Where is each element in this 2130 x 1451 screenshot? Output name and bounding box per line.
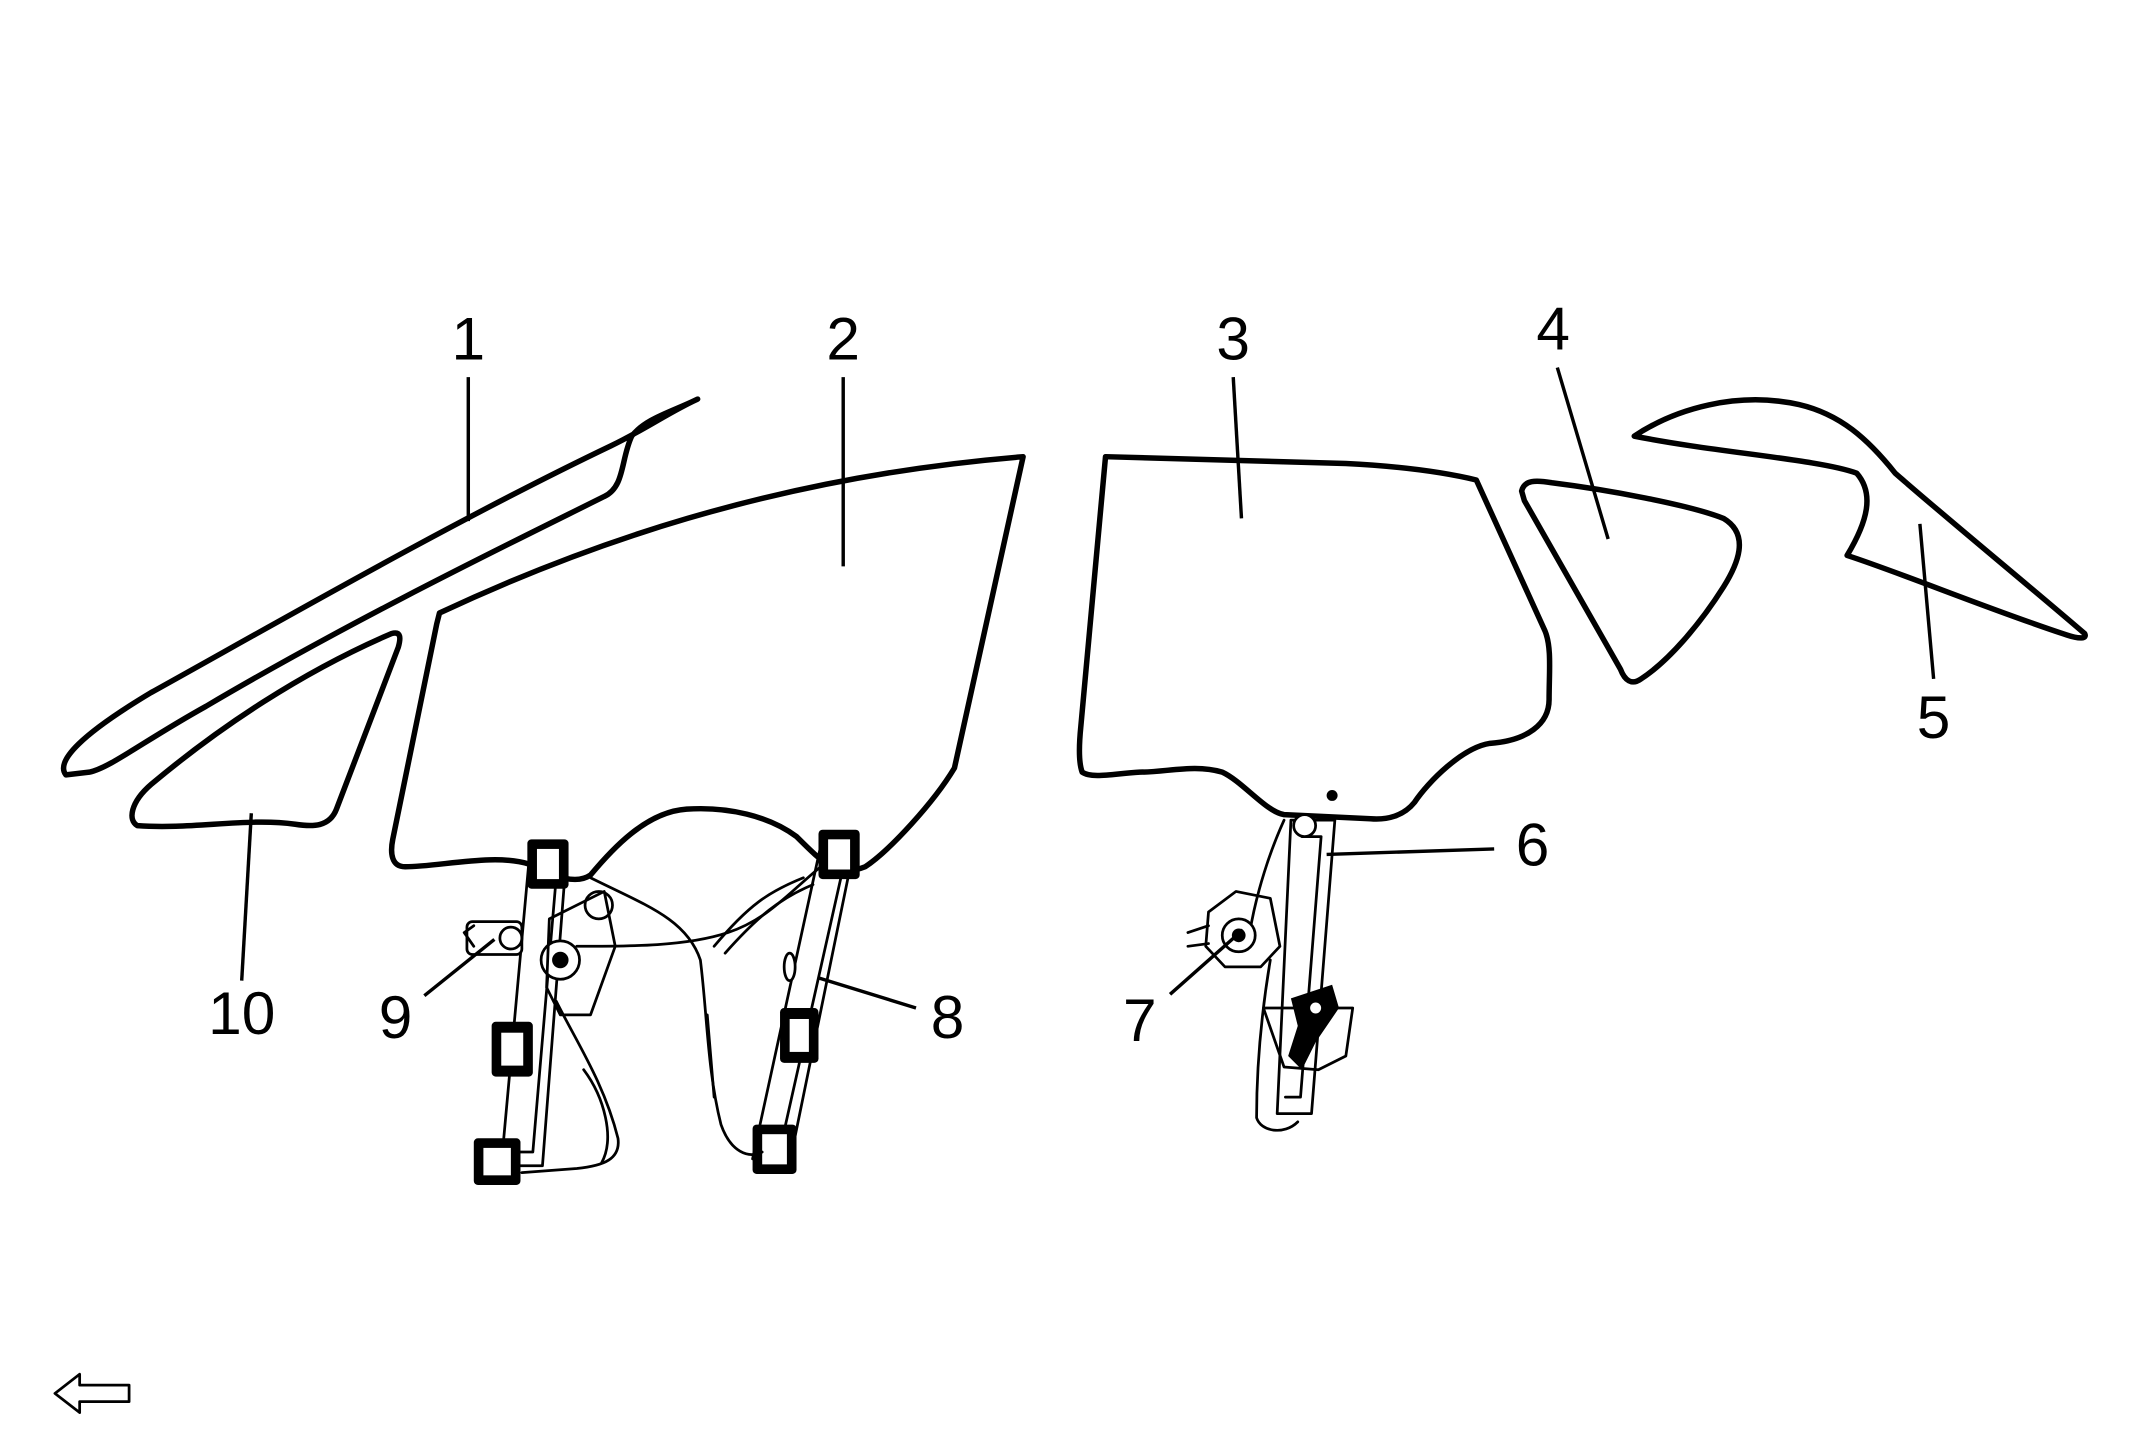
part-3-rear-door-glass: [1076, 453, 1553, 822]
callout-7: 7: [1123, 986, 1157, 1054]
part-9-front-regulator-motor: [462, 920, 524, 956]
leader-6: [1326, 847, 1495, 857]
callout-4: 4: [1536, 295, 1570, 363]
leader-8: [817, 976, 917, 1010]
leader-7: [1168, 928, 1244, 996]
part-8-front-window-regulator: [473, 829, 860, 1185]
part-1-molding-strip: [60, 396, 701, 778]
leader-lines: [239, 367, 1936, 1010]
callout-6: 6: [1516, 810, 1550, 878]
leader-4: [1555, 367, 1610, 540]
part-10-front-quarter-glass: [129, 630, 403, 830]
callout-3: 3: [1216, 304, 1250, 372]
leader-3: [1231, 377, 1244, 519]
left-arrow-icon: [53, 1372, 131, 1414]
callout-2: 2: [826, 304, 860, 372]
callout-8: 8: [931, 983, 965, 1051]
callout-1: 1: [451, 304, 485, 372]
part-6-rear-window-regulator: [1248, 813, 1355, 1132]
leader-5: [1918, 523, 1936, 680]
callout-5: 5: [1917, 683, 1951, 751]
leader-9: [423, 938, 496, 998]
part-5-rear-fixed-glass: [1631, 397, 2088, 641]
leader-10: [239, 813, 254, 981]
callouts: 1 2 3 4 5 6 7 8 9 10: [208, 295, 1950, 1054]
part-7-rear-regulator-motor: [1186, 890, 1282, 969]
callout-9: 9: [379, 983, 413, 1051]
callout-10: 10: [208, 979, 275, 1047]
part-4-rear-quarter-glass: [1518, 478, 1743, 685]
